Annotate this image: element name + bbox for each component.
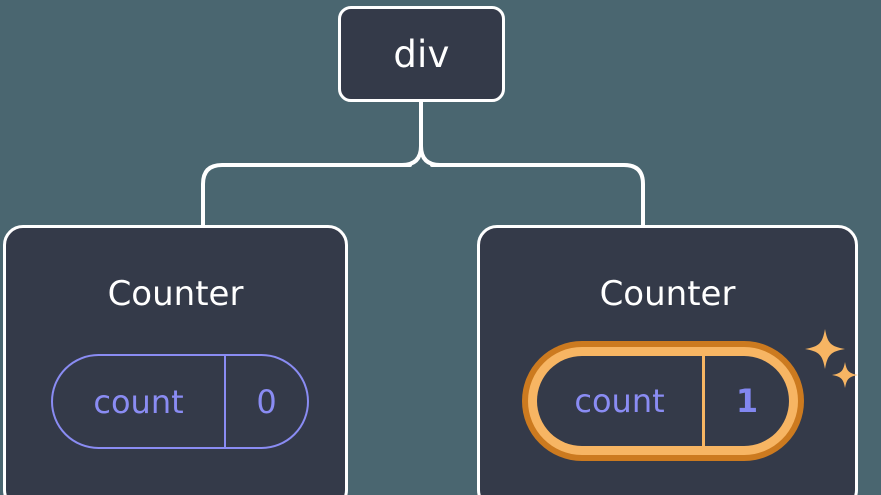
sparkle-group [805, 329, 858, 388]
counter-node-right[interactable]: Counter count 1 [477, 225, 858, 495]
sparkle-large-icon [805, 329, 845, 369]
state-key-left: count [93, 382, 184, 421]
state-divider-right [702, 356, 705, 446]
connector-trunk-mirror [400, 98, 423, 167]
div-node-label: div [393, 32, 450, 76]
connector-trunk [419, 98, 442, 167]
state-pill-left[interactable]: count 0 [51, 354, 309, 449]
connector-branch-left [201, 163, 412, 230]
sparkle-small-icon [832, 362, 858, 388]
counter-left-title: Counter [107, 274, 244, 314]
counter-node-left[interactable]: Counter count 0 [3, 225, 348, 495]
state-divider-left [224, 356, 226, 447]
state-value-right: 1 [735, 382, 759, 420]
state-key-right: count [574, 382, 665, 420]
state-pill-right[interactable]: count 1 [537, 356, 789, 446]
counter-right-title: Counter [599, 274, 736, 314]
connector-branch-right [430, 163, 645, 230]
state-value-left: 0 [256, 382, 277, 421]
div-node[interactable]: div [338, 6, 505, 102]
state-pill-right-inner-ring: count 1 [528, 347, 798, 455]
state-pill-right-highlight-ring[interactable]: count 1 [522, 341, 804, 461]
